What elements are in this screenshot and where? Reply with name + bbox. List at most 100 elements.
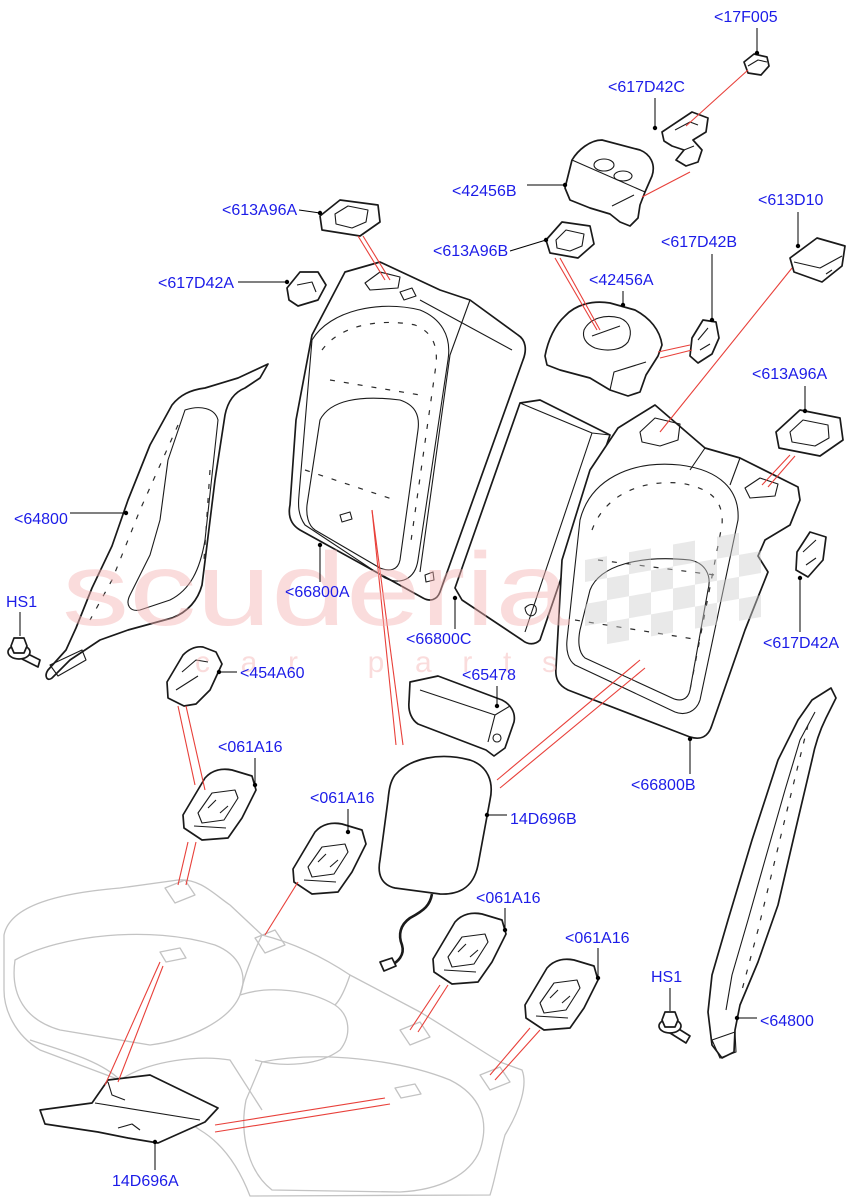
bezel-inner [334, 205, 369, 229]
seat-back-left-divider [419, 299, 513, 573]
cushion-slot [164, 879, 196, 904]
callout-617d42b: <617D42B [661, 234, 737, 251]
cover-hole [613, 170, 633, 182]
assembly-line [496, 659, 641, 781]
watermark-brand: scuderia [62, 532, 570, 648]
bolster-inner [725, 711, 816, 1011]
bracket-outline [286, 271, 327, 307]
part-613a96a-bezel-left [319, 199, 381, 237]
assembly-line [659, 267, 793, 433]
callout-454a60: <454A60 [240, 665, 305, 682]
assembly-line [554, 257, 598, 331]
cushion-pad-left [13, 933, 244, 1046]
leader-dot [216, 669, 222, 675]
part-617d42a-bracket-right [795, 531, 827, 578]
callout-hs1-right: HS1 [651, 969, 682, 986]
bezel-inner [447, 933, 489, 968]
part-061a16-bezel-4 [524, 958, 599, 1031]
leader-dot [494, 703, 500, 709]
cushion-crease [29, 934, 351, 1111]
cushion-pad-center [239, 989, 349, 1065]
callout-17f005: <17F005 [714, 9, 778, 26]
bracket-edge [697, 327, 711, 351]
callout-613d10: <613D10 [758, 192, 823, 209]
bracket-edge [296, 281, 317, 293]
bezel-outline [775, 409, 844, 457]
leader-dot [317, 542, 323, 548]
leader-dot [152, 1139, 158, 1145]
seat-back-left-panel [297, 305, 450, 582]
heater-mat-edge [94, 1081, 201, 1131]
part-061a16-bezel-2 [292, 822, 367, 895]
leader-dot [452, 595, 458, 601]
bolster-outline [45, 363, 269, 681]
bracket-outline [661, 111, 709, 167]
seat-back-right-edge [689, 447, 741, 486]
leader-dot [317, 210, 323, 216]
bezel-inner [555, 229, 585, 252]
callout-061a16-4: <061A16 [565, 930, 630, 947]
part-617d42c-bracket [661, 111, 709, 167]
seat-back-right-lower-panel [578, 558, 710, 701]
part-hs1-bolt-left [7, 637, 41, 668]
seat-back-left-stitching [304, 321, 437, 549]
bezel-slot [303, 853, 339, 883]
leader-dot [754, 50, 760, 56]
callout-66800a: <66800A [285, 584, 350, 601]
callout-613a96a-right: <613A96A [752, 366, 828, 383]
bolster-outline [707, 687, 837, 1059]
assembly-line [177, 705, 196, 786]
centre-panel-outline [454, 399, 611, 645]
clip-outline [743, 53, 770, 76]
leader-dot [502, 927, 508, 933]
leader-dot [734, 1015, 740, 1021]
callout-617d42a-left: <617D42A [158, 275, 234, 292]
part-17f005-clip [743, 53, 770, 76]
leader-dot [709, 317, 715, 323]
bracket-outline [795, 531, 827, 578]
seat-back-right-outline [554, 404, 801, 740]
callout-labels: <17F005 <617D42C <42456B <613A96A <613A9… [6, 9, 839, 1190]
callout-617d42a-right: <617D42A [763, 635, 839, 652]
leader-dot [252, 782, 258, 788]
cushion-pad-right [243, 1056, 485, 1193]
bezel-slot [535, 989, 571, 1019]
part-14d696b-heater-pad [378, 755, 492, 972]
bezel-outline [545, 221, 595, 259]
callout-65478: <65478 [462, 667, 516, 684]
tray-edge [419, 689, 511, 743]
callout-66800c: <66800C [406, 631, 471, 648]
leader-dot [562, 182, 568, 188]
part-66800a-seat-back-left [288, 261, 527, 601]
centre-panel-clip [524, 603, 537, 617]
assembly-line [761, 454, 791, 486]
bezel-inner [789, 419, 830, 447]
callout-617d42c: <617D42C [608, 79, 685, 96]
cover-outline [166, 646, 223, 707]
cover-hole [593, 158, 615, 172]
leader-dot [802, 408, 808, 414]
cushion-slot [254, 929, 286, 954]
bolster-clips [89, 424, 211, 621]
tray-outline [408, 675, 516, 757]
part-613a96a-bezel-right [775, 409, 844, 457]
seat-back-left-lower-panel [306, 397, 419, 571]
assembly-line [214, 1103, 391, 1133]
seat-back-left-bezel-hole [364, 271, 417, 301]
assembly-line [489, 1027, 531, 1076]
part-66800b-seat-back-right [554, 404, 801, 740]
leader-dot [795, 243, 801, 249]
assembly-line [659, 349, 693, 359]
leader-dot [652, 125, 658, 131]
cover-outline [544, 301, 663, 397]
heater-pad-outline [378, 755, 492, 895]
bezel-outline [319, 199, 381, 237]
flag-checks [585, 532, 761, 645]
callout-14d696b: 14D696B [510, 811, 577, 828]
assembly-line [177, 841, 189, 886]
bezel-outline [432, 912, 507, 985]
seat-back-right-panel [566, 463, 739, 715]
seat-back-right-stitching [574, 482, 723, 691]
part-613d10-plate [789, 237, 846, 283]
